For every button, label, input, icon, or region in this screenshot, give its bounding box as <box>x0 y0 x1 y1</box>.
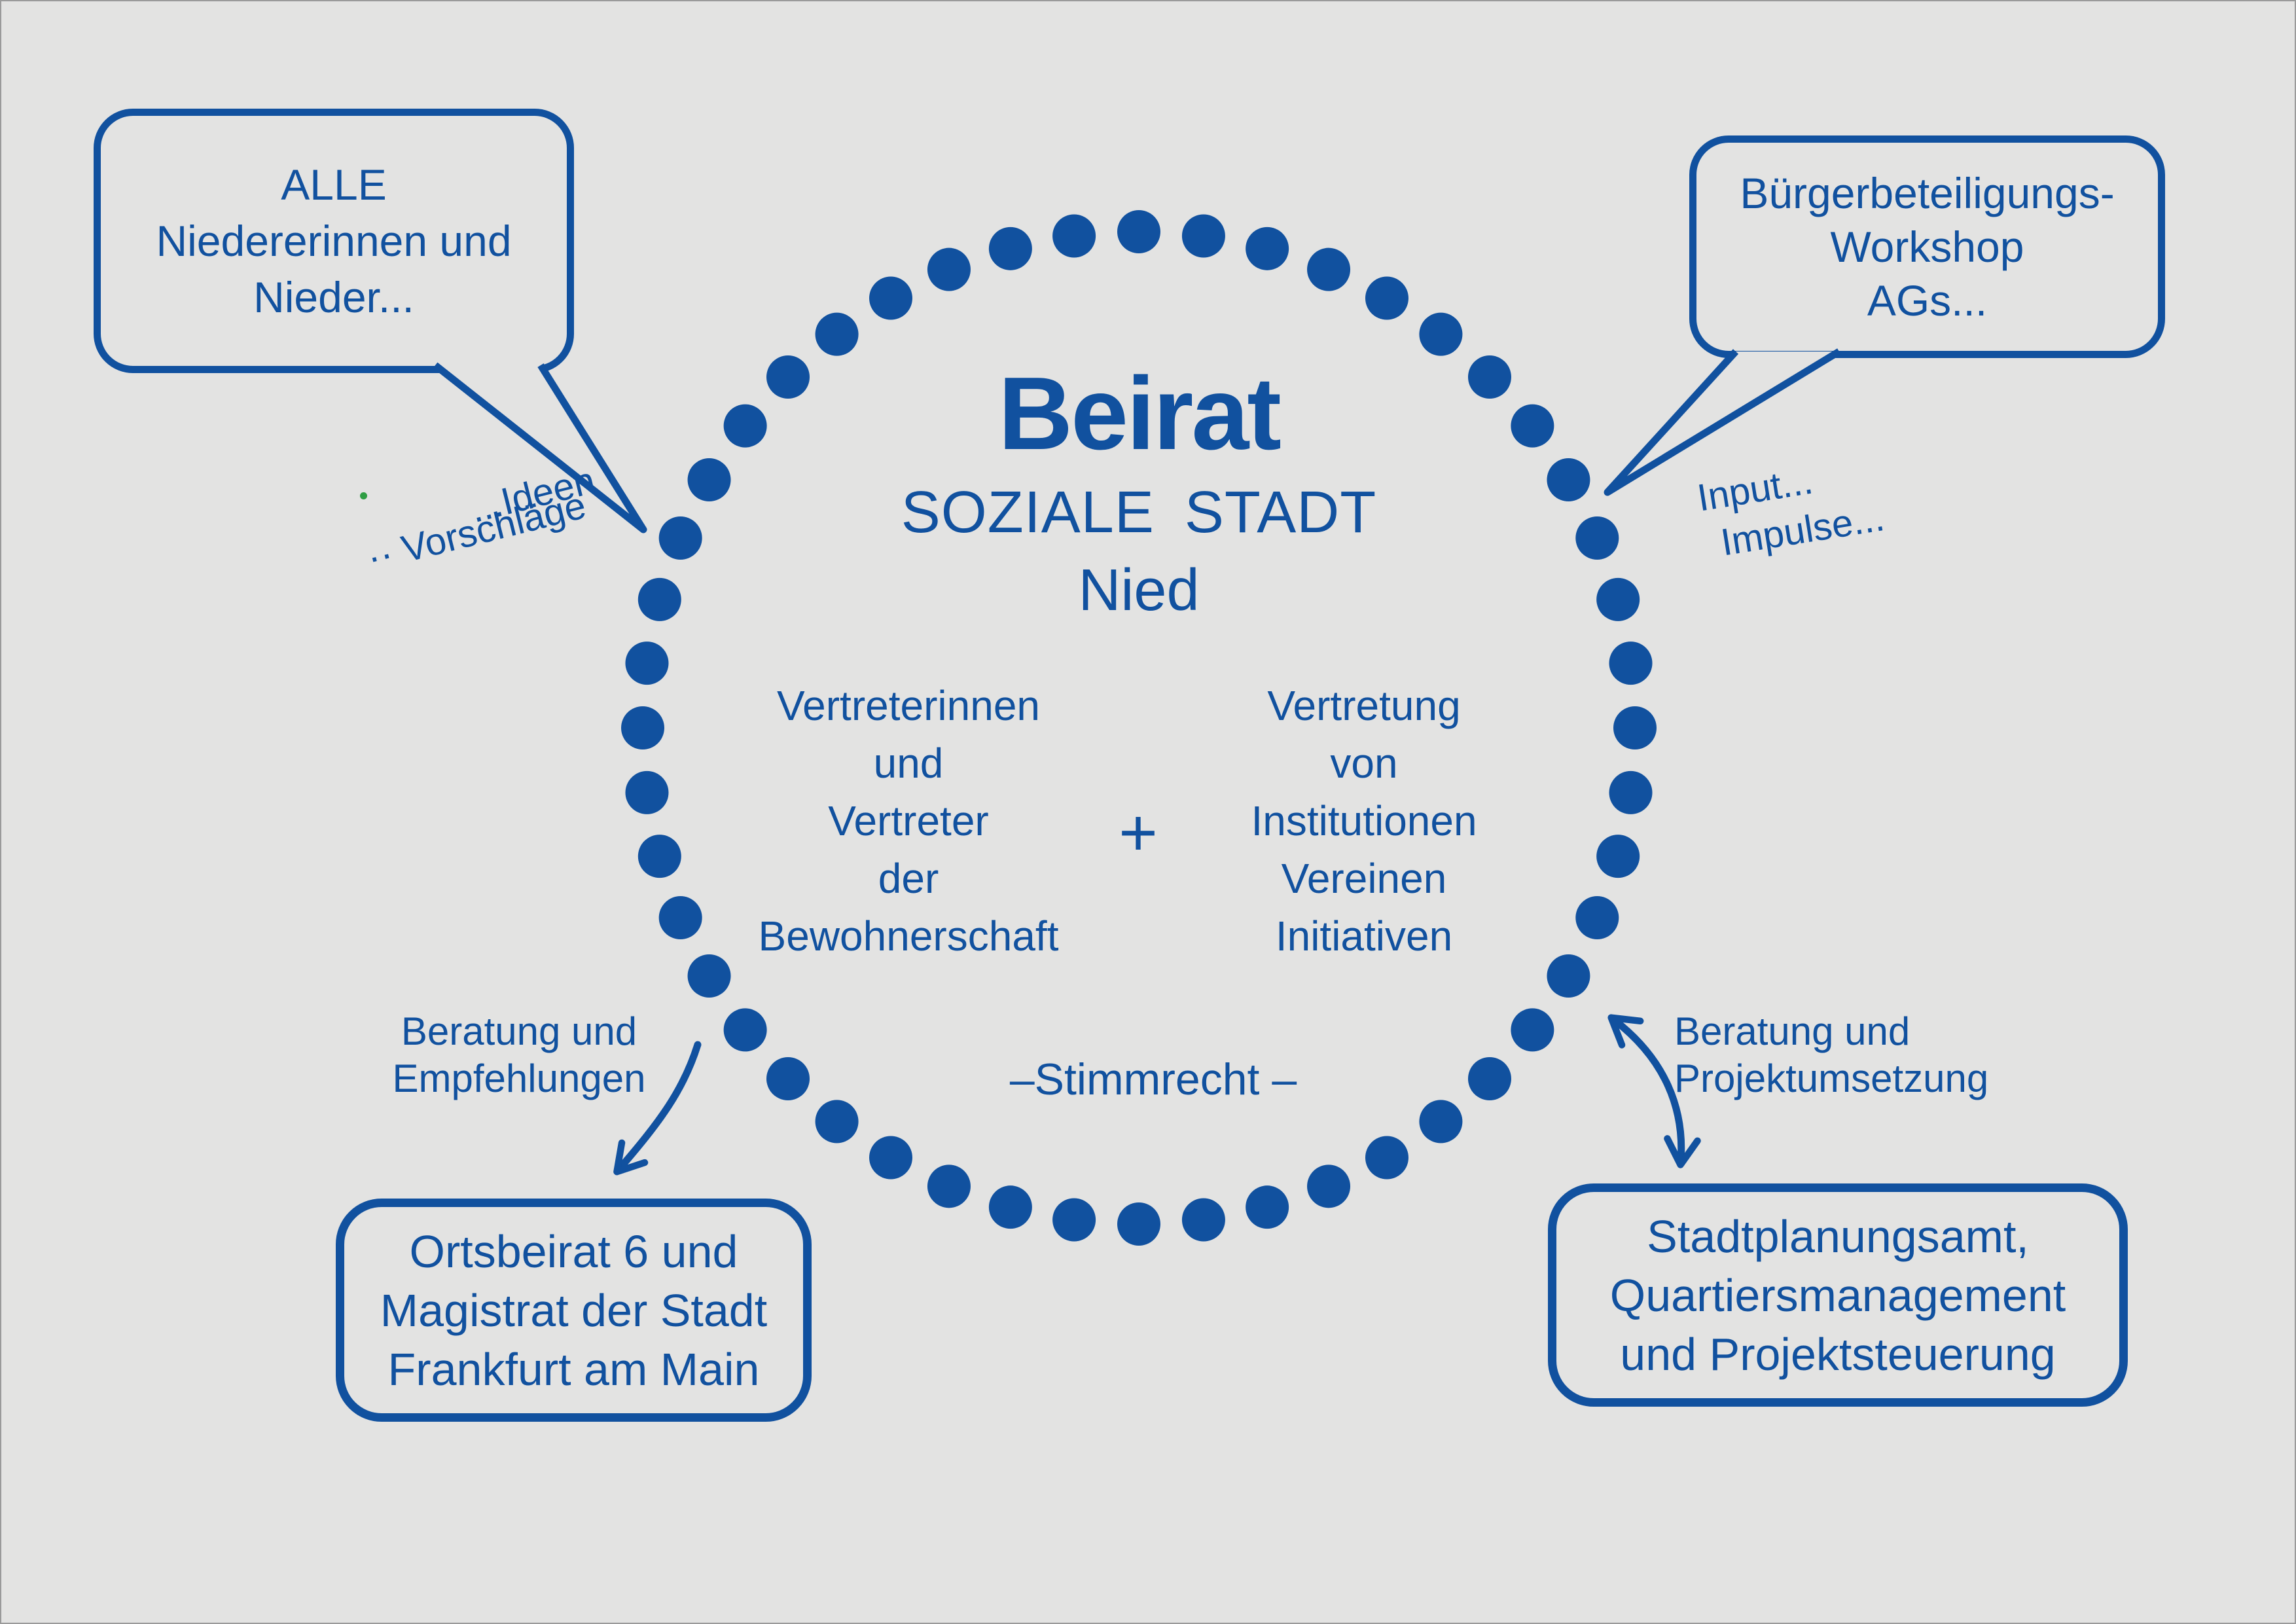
speech-bubble-top-left: ALLE Niedererinnen und Nieder... <box>94 109 574 373</box>
bubble-line: Workshop <box>1830 223 2024 271</box>
members-right-column: Vertretung von Institutionen Vereinen In… <box>1155 677 1573 965</box>
column-line: Vertreterinnen <box>776 682 1041 729</box>
subtitle-nied: Nied <box>1078 557 1200 623</box>
plus-sign: + <box>1119 795 1158 870</box>
column-line: der <box>878 855 939 902</box>
green-speck <box>360 492 367 499</box>
bubble-line: Niedererinnen und <box>156 217 512 265</box>
callout-box-bottom-left: Ortsbeirat 6 und Magistrat der Stadt Fra… <box>336 1199 812 1422</box>
bubble-line: Nieder... <box>253 273 414 321</box>
label-line: Beratung und <box>1674 1009 1910 1053</box>
bubble-line: AGs... <box>1867 276 1988 325</box>
right-arrow-label: Beratung und Projektumsetzung <box>1674 1008 2080 1102</box>
column-line: Institutionen <box>1251 797 1477 844</box>
column-line: Vereinen <box>1281 855 1447 902</box>
box-line: Ortsbeirat 6 und <box>409 1225 738 1277</box>
circle-title-block: Beirat SOZIALE STADT Nied <box>812 356 1466 624</box>
speech-bubble-top-right: Bürgerbeteiligungs- Workshop AGs... <box>1689 135 2165 358</box>
column-line: Bewohnerschaft <box>758 912 1059 960</box>
page-title: Beirat <box>998 356 1282 471</box>
box-line: Stadtplanungsamt, <box>1647 1210 2029 1262</box>
double-arrow-right-icon <box>1607 1014 1701 1168</box>
voting-note: –Stimmrecht – <box>1009 1055 1297 1104</box>
subtitle-soziale-stadt: SOZIALE STADT <box>901 479 1377 545</box>
label-line: Empfehlungen <box>392 1056 646 1100</box>
box-line: Frankfurt am Main <box>387 1343 760 1395</box>
members-left-column: Vertreterinnen und Vertreter der Bewohne… <box>699 677 1118 965</box>
box-line: Quartiersmanagement <box>1609 1269 2066 1321</box>
label-line: Projektumsetzung <box>1674 1056 1989 1100</box>
callout-box-bottom-right: Stadtplanungsamt, Quartiersmanagement un… <box>1548 1183 2128 1407</box>
label-line: Beratung und <box>401 1009 637 1053</box>
box-line: Magistrat der Stadt <box>380 1284 768 1336</box>
column-line: Vertreter <box>828 797 989 844</box>
bubble-line: ALLE <box>281 160 387 209</box>
column-line: Vertretung <box>1267 682 1461 729</box>
bubble-line: Bürgerbeteiligungs- <box>1740 169 2115 217</box>
column-line: und <box>873 740 944 787</box>
box-line: und Projektsteuerung <box>1620 1328 2056 1380</box>
column-line: Initiativen <box>1275 912 1453 960</box>
column-line: von <box>1330 740 1398 787</box>
left-arrow-label: Beratung und Empfehlungen <box>365 1008 673 1102</box>
